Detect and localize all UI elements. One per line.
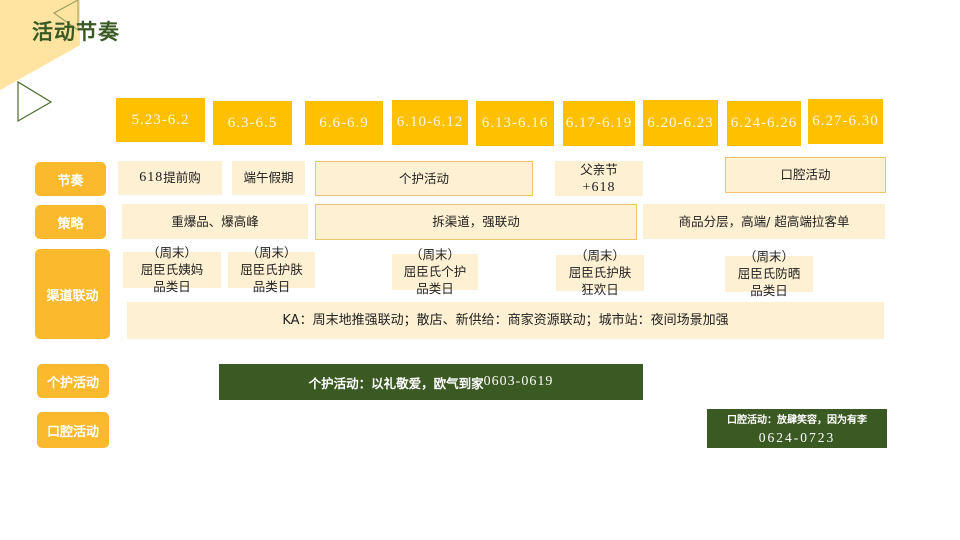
strategy-cell: 商品分层，高端/ 超高端拉客单 [643, 204, 885, 239]
rhythm-cell: 口腔活动 [725, 157, 886, 193]
ka-channel-note: KA：周末地推强联动；散店、新供给：商家资源联动；城市站：夜间场景加强 [127, 302, 884, 339]
channel-cell-line2: 屈臣氏个护 [403, 264, 467, 279]
campaign-label-personal-care: 个护活动 [37, 364, 109, 398]
rhythm-cell: 端午假期 [232, 161, 305, 195]
channel-cell: （周末） 屈臣氏姨妈 品类日 [123, 245, 221, 294]
channel-cell-line1: （周末） [146, 245, 197, 260]
channel-cell-line3: 品类日 [750, 283, 788, 298]
oral-care-bar-dates: 0624-0723 [758, 430, 836, 445]
channel-cell-line1: （周末） [743, 249, 794, 264]
channel-cell: （周末） 屈臣氏个护 品类日 [392, 247, 478, 296]
channel-cell-line1: （周末） [409, 247, 460, 262]
channel-cell-line2: 屈臣氏防晒 [737, 266, 801, 281]
channel-cell-line3: 品类日 [153, 279, 191, 294]
campaign-label-oral-care: 口腔活动 [37, 412, 109, 448]
channel-cell: （周末） 屈臣氏护肤 狂欢日 [556, 248, 644, 297]
channel-cell-line2: 屈臣氏护肤 [240, 262, 303, 277]
strategy-cell: 重爆品、爆高峰 [122, 204, 308, 239]
date-box: 6.24-6.26 [727, 101, 801, 146]
rhythm-cell-text: 提前购 [163, 170, 201, 185]
rhythm-cell-line2: +618 [582, 179, 616, 195]
date-box: 6.17-6.19 [563, 101, 635, 146]
channel-cell-line3: 品类日 [252, 279, 291, 294]
date-box: 5.23-6.2 [116, 98, 205, 142]
oral-care-bar-text: 口腔活动：放肆笑容，因为有李 [727, 415, 867, 426]
channel-cell-line3: 品类日 [416, 281, 454, 296]
rhythm-cell: 父亲节 +618 [555, 161, 643, 196]
personal-care-campaign-bar: 个护活动：以礼敬爱，欧气到家 0603-0619 [219, 364, 643, 400]
personal-care-bar-dates: 0603-0619 [483, 374, 554, 389]
rhythm-cell-number: 618 [139, 170, 164, 185]
row-label-strategy: 策略 [35, 205, 106, 239]
channel-cell-line1: （周末） [246, 245, 297, 260]
personal-care-bar-text: 个护活动：以礼敬爱，欧气到家 [308, 375, 484, 391]
row-label-channel: 渠道联动 [35, 249, 110, 339]
strategy-cell: 拆渠道，强联动 [315, 204, 637, 240]
oral-care-campaign-bar: 口腔活动：放肆笑容，因为有李 0624-0723 [707, 409, 887, 448]
channel-cell-line2: 屈臣氏护肤 [568, 265, 632, 280]
date-box: 6.20-6.23 [643, 100, 718, 146]
date-box: 6.13-6.16 [476, 101, 554, 146]
channel-cell: （周末） 屈臣氏防晒 品类日 [725, 249, 813, 298]
rhythm-cell: 个护活动 [315, 161, 533, 196]
rhythm-cell: 618 提前购 [118, 161, 222, 195]
row-label-rhythm: 节奏 [35, 162, 106, 196]
decorative-shapes-icon [0, 0, 80, 123]
date-box: 6.3-6.5 [213, 101, 292, 145]
date-box: 6.10-6.12 [392, 100, 468, 145]
channel-cell-line1: （周末） [574, 248, 625, 263]
date-box: 6.27-6.30 [808, 99, 883, 144]
channel-cell-line3: 狂欢日 [581, 282, 619, 297]
rhythm-cell-line1: 父亲节 [580, 161, 618, 177]
channel-cell-line2: 屈臣氏姨妈 [140, 262, 204, 277]
date-box: 6.6-6.9 [305, 101, 383, 145]
channel-cell: （周末） 屈臣氏护肤 品类日 [228, 245, 315, 294]
page-title: 活动节奏 [32, 20, 120, 44]
